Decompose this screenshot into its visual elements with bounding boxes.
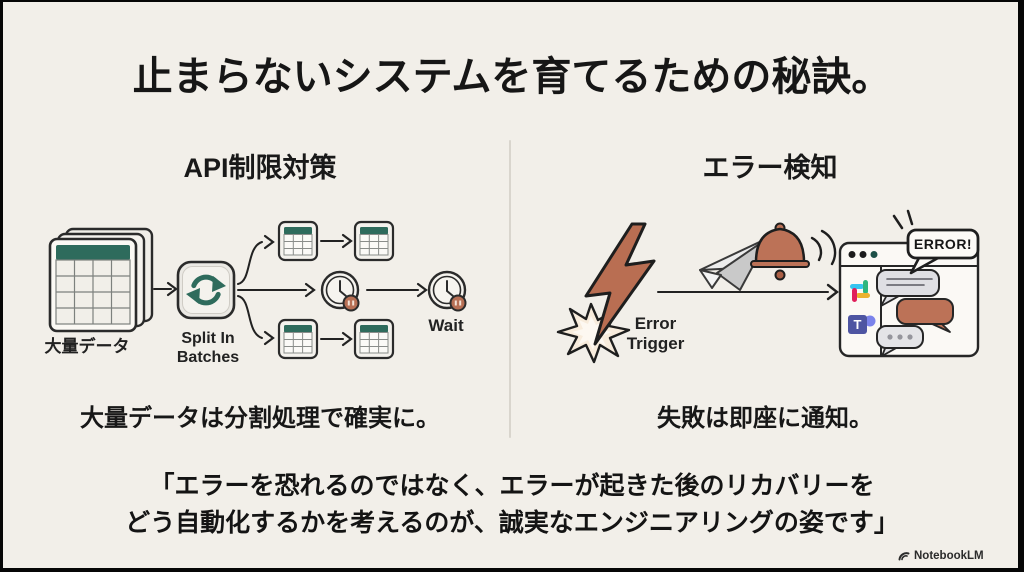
- spreadsheet-stack-icon: [48, 227, 154, 333]
- watermark: NotebookLM: [898, 548, 1016, 564]
- chat-bubble-alert: [896, 298, 954, 333]
- teams-icon: T: [848, 315, 876, 334]
- chat-bubble-typing: [876, 325, 924, 357]
- trigger-label-line1: Error: [634, 314, 677, 333]
- trigger-label-line2: Trigger: [626, 334, 685, 354]
- right-column-heading: エラー検知: [702, 153, 838, 183]
- small-spreadsheet-icon: [353, 220, 395, 262]
- wait-clock-icon: [427, 270, 467, 312]
- error-bubble: [892, 209, 980, 275]
- window-dot: [859, 251, 867, 258]
- small-spreadsheet-icon: [353, 318, 395, 360]
- chat-window: T: [838, 241, 980, 358]
- lightning-bolt-icon: [584, 222, 656, 346]
- split-label-line1: Split In: [181, 330, 235, 347]
- letterbox-top: [0, 0, 1024, 2]
- split-in-batches-label: Split In Batches: [168, 330, 248, 368]
- small-spreadsheet-icon: [277, 318, 319, 360]
- left-column-heading: API制限対策: [183, 153, 337, 183]
- error-detection-diagram: T: [556, 209, 980, 364]
- window-dot: [870, 251, 878, 258]
- window-dot: [848, 251, 856, 258]
- arrow-batch-bottom: [320, 331, 353, 347]
- quote-block: 「エラーを恐れるのではなく、エラーが起きた後のリカバリーを どう自動化するかを考…: [0, 468, 1024, 542]
- bell-icon: [750, 222, 837, 281]
- quote-line2: どう自動化するかを考えるのが、誠実なエンジニアリングの姿です」: [125, 509, 899, 537]
- small-spreadsheet-icon: [277, 220, 319, 262]
- letterbox-right: [1018, 0, 1024, 572]
- wait-label: Wait: [428, 316, 464, 335]
- teams-letter: T: [854, 317, 862, 332]
- slack-icon: [850, 280, 870, 302]
- column-divider: [509, 140, 511, 438]
- arrow-source-to-split: [153, 281, 178, 297]
- letterbox-left: [0, 0, 3, 572]
- arrow-batch-top: [320, 233, 353, 249]
- arrow-clock-to-wait: [366, 282, 428, 298]
- watermark-label: NotebookLM: [914, 550, 984, 562]
- pause-clock-icon: [320, 270, 360, 312]
- error-trigger-label: Error Trigger: [608, 314, 703, 354]
- right-caption: 失敗は即座に通知。: [657, 405, 873, 432]
- split-label-line2: Batches: [176, 348, 240, 366]
- chat-bubble-incoming: [876, 269, 940, 307]
- branch-arrows: [237, 234, 316, 346]
- letterbox-bottom: [0, 568, 1024, 572]
- quote-line1: 「エラーを恐れるのではなく、エラーが起きた後のリカバリーを: [149, 472, 875, 500]
- error-bubble-text: ERROR!: [913, 236, 973, 252]
- slide-title: 止まらないシステムを育てるための秘訣。: [132, 55, 892, 99]
- api-limit-diagram: [48, 220, 467, 360]
- notebooklm-logo-icon: [898, 552, 910, 561]
- left-caption: 大量データは分割処理で確実に。: [80, 405, 440, 432]
- split-in-batches-icon: [176, 260, 236, 320]
- arrow-trigger-to-chat: [657, 283, 839, 301]
- source-data-label: 大量データ: [44, 337, 130, 356]
- paper-plane-icon: [699, 237, 769, 291]
